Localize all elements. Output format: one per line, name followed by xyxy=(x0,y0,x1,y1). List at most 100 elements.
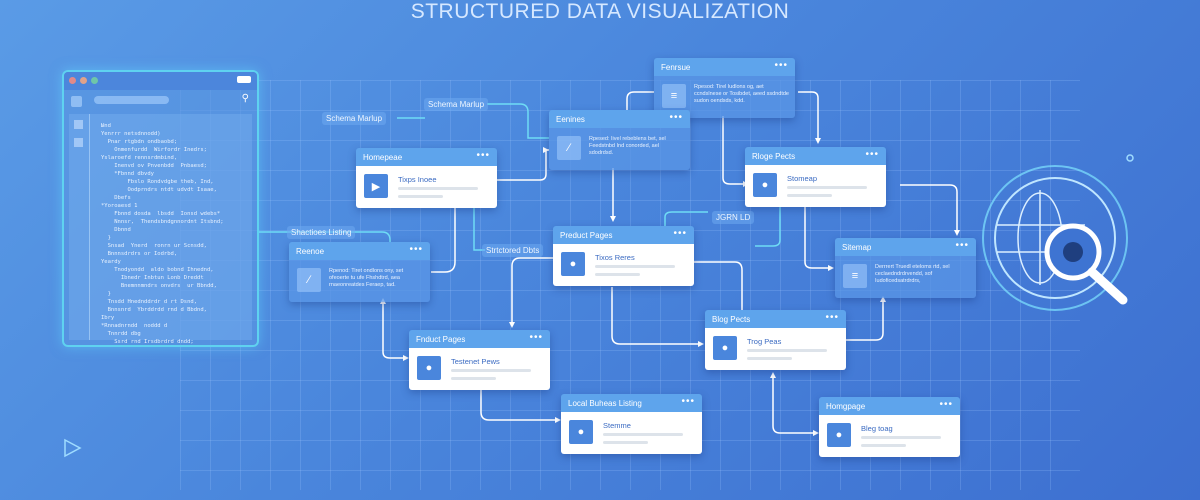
card-description: Rpesod: Tirel ludlons og, aet ccndslnese… xyxy=(694,84,789,104)
card-header: Blog Pects ••• xyxy=(705,310,846,328)
node-card[interactable]: Reenoe ••• ∕Rpenod: Tiret ondlons ony, set… xyxy=(289,242,430,302)
connector xyxy=(611,287,700,345)
card-header: Reenoe ••• xyxy=(289,242,430,260)
more-options-icon[interactable]: ••• xyxy=(865,149,879,160)
card-title: Homgpage xyxy=(826,402,866,411)
more-options-icon[interactable]: ••• xyxy=(681,396,695,407)
card-header: Rloge Pects••• xyxy=(745,147,886,165)
logo-icon xyxy=(71,96,82,107)
connector xyxy=(487,103,549,139)
card-header: Fnduct Pages ••• xyxy=(409,330,550,348)
connector xyxy=(722,116,745,185)
placeholder-line xyxy=(787,194,832,197)
card-title: Blog Pects xyxy=(712,315,751,324)
placeholder-line xyxy=(398,187,478,190)
card-title: Local Buheas Listing xyxy=(568,399,642,408)
circle-icon: ● xyxy=(827,423,851,447)
node-card[interactable]: Fnduct Pages ••• ●Testenet Pews xyxy=(409,330,550,390)
panel-icon xyxy=(74,120,83,129)
card-body: ●Stemme xyxy=(561,412,702,454)
search-icon[interactable]: ⚲ xyxy=(241,93,249,104)
card-name: Stomeap xyxy=(787,174,818,183)
circle-icon: ● xyxy=(561,252,585,276)
connector xyxy=(496,149,549,181)
more-options-icon[interactable]: ••• xyxy=(825,312,839,323)
circle-icon: ● xyxy=(417,356,441,380)
card-header: Fenrsue ••• xyxy=(654,58,795,76)
node-card[interactable]: Eenines ••• ∕Rpesed: Iivel rebeblens bet, … xyxy=(549,110,690,170)
card-header: Homgpage ••• xyxy=(819,397,960,415)
connector xyxy=(664,211,708,226)
window-button[interactable] xyxy=(237,76,251,83)
node-card[interactable]: Fenrsue•••≡Rpesod: Tirel ludlons og, aet… xyxy=(654,58,795,118)
node-card[interactable]: Homgpage ••• ● Bleg toag xyxy=(819,397,960,457)
connector xyxy=(798,91,819,140)
card-name: Trog Peas xyxy=(747,337,782,346)
card-title: Homepeae xyxy=(363,153,403,162)
node-card[interactable]: Rloge Pects••• ● Stomeap xyxy=(745,147,886,207)
card-header: Homepeae ••• xyxy=(356,148,497,166)
code-panel: Ыnd Yenrrr netsdnnodd) Pnar rtgbdn ondba… xyxy=(69,114,252,345)
card-title: Fnduct Pages xyxy=(416,335,466,344)
placeholder-line xyxy=(398,195,443,198)
connector xyxy=(473,208,485,251)
card-body: ∕Rpenod: Tiret ondlons ony, set ofeoerte… xyxy=(289,260,430,302)
placeholder-line xyxy=(787,186,867,189)
card-title: Eenines xyxy=(556,115,585,124)
edit-icon: ∕ xyxy=(297,268,321,292)
card-body: ∕Rpesed: Iivel rebeblens bet, sel Feedst… xyxy=(549,128,690,170)
label-json-ld: JGRN LD xyxy=(712,211,755,224)
more-options-icon[interactable]: ••• xyxy=(476,150,490,161)
card-body: ● Trog Peas xyxy=(705,328,846,370)
card-body: ● Bleg toag xyxy=(819,415,960,457)
placeholder-line xyxy=(595,273,640,276)
card-name: Tixps Inoee xyxy=(398,175,437,184)
more-options-icon[interactable]: ••• xyxy=(939,399,953,410)
card-body: ▶ Tixps Inoee xyxy=(356,166,497,208)
placeholder-line xyxy=(603,433,683,436)
connector xyxy=(755,205,781,247)
connector xyxy=(804,205,830,269)
placeholder-line xyxy=(747,357,792,360)
label-schema-markup-2: Schema Marlup xyxy=(424,98,489,111)
circle-icon: ● xyxy=(569,420,593,444)
minimize-dot[interactable] xyxy=(80,77,87,84)
address-bar[interactable] xyxy=(94,96,169,104)
connector xyxy=(844,300,884,341)
code-editor-window: ⚲ Ыnd Yenrrr netsdnnodd) Pnar rtgbdn ond… xyxy=(62,70,259,347)
card-title: Reenoe xyxy=(296,247,325,256)
node-card[interactable]: Blog Pects ••• ● Trog Peas xyxy=(705,310,846,370)
more-options-icon[interactable]: ••• xyxy=(529,332,543,343)
card-description: Derrrert Truedl eteloms rtd, sel ceclaed… xyxy=(875,264,950,284)
more-options-icon[interactable]: ••• xyxy=(673,228,687,239)
connector xyxy=(511,257,553,325)
card-name: Bleg toag xyxy=(861,424,893,433)
maximize-dot[interactable] xyxy=(91,77,98,84)
placeholder-line xyxy=(861,436,941,439)
node-card[interactable]: Homepeae ••• ▶ Tixps Inoee xyxy=(356,148,497,208)
file-icon xyxy=(74,138,83,147)
play-icon: ▶ xyxy=(364,174,388,198)
circle-icon: ● xyxy=(713,336,737,360)
edit-icon: ∕ xyxy=(557,136,581,160)
more-options-icon[interactable]: ••• xyxy=(774,60,788,71)
card-header: Preduct Pages••• xyxy=(553,226,694,244)
card-title: Fenrsue xyxy=(661,63,691,72)
more-options-icon[interactable]: ••• xyxy=(955,240,969,251)
card-header: Eenines ••• xyxy=(549,110,690,128)
node-card[interactable]: Local Buheas Listing ••• ●Stemme xyxy=(561,394,702,454)
placeholder-line xyxy=(603,441,648,444)
placeholder-line xyxy=(451,377,496,380)
close-dot[interactable] xyxy=(69,77,76,84)
card-body: ●Testenet Pews xyxy=(409,348,550,390)
node-card[interactable]: Sitemap•••≡Derrrert Truedl eteloms rtd, … xyxy=(835,238,976,298)
card-body: ●Tixos Reres xyxy=(553,244,694,286)
node-card[interactable]: Preduct Pages•••●Tixos Reres xyxy=(553,226,694,286)
more-options-icon[interactable]: ••• xyxy=(669,112,683,123)
card-body: ≡Derrrert Truedl eteloms rtd, sel ceclae… xyxy=(835,256,976,298)
connector xyxy=(259,231,391,242)
placeholder-line xyxy=(451,369,531,372)
circle-icon: ● xyxy=(753,173,777,197)
more-options-icon[interactable]: ••• xyxy=(409,244,423,255)
